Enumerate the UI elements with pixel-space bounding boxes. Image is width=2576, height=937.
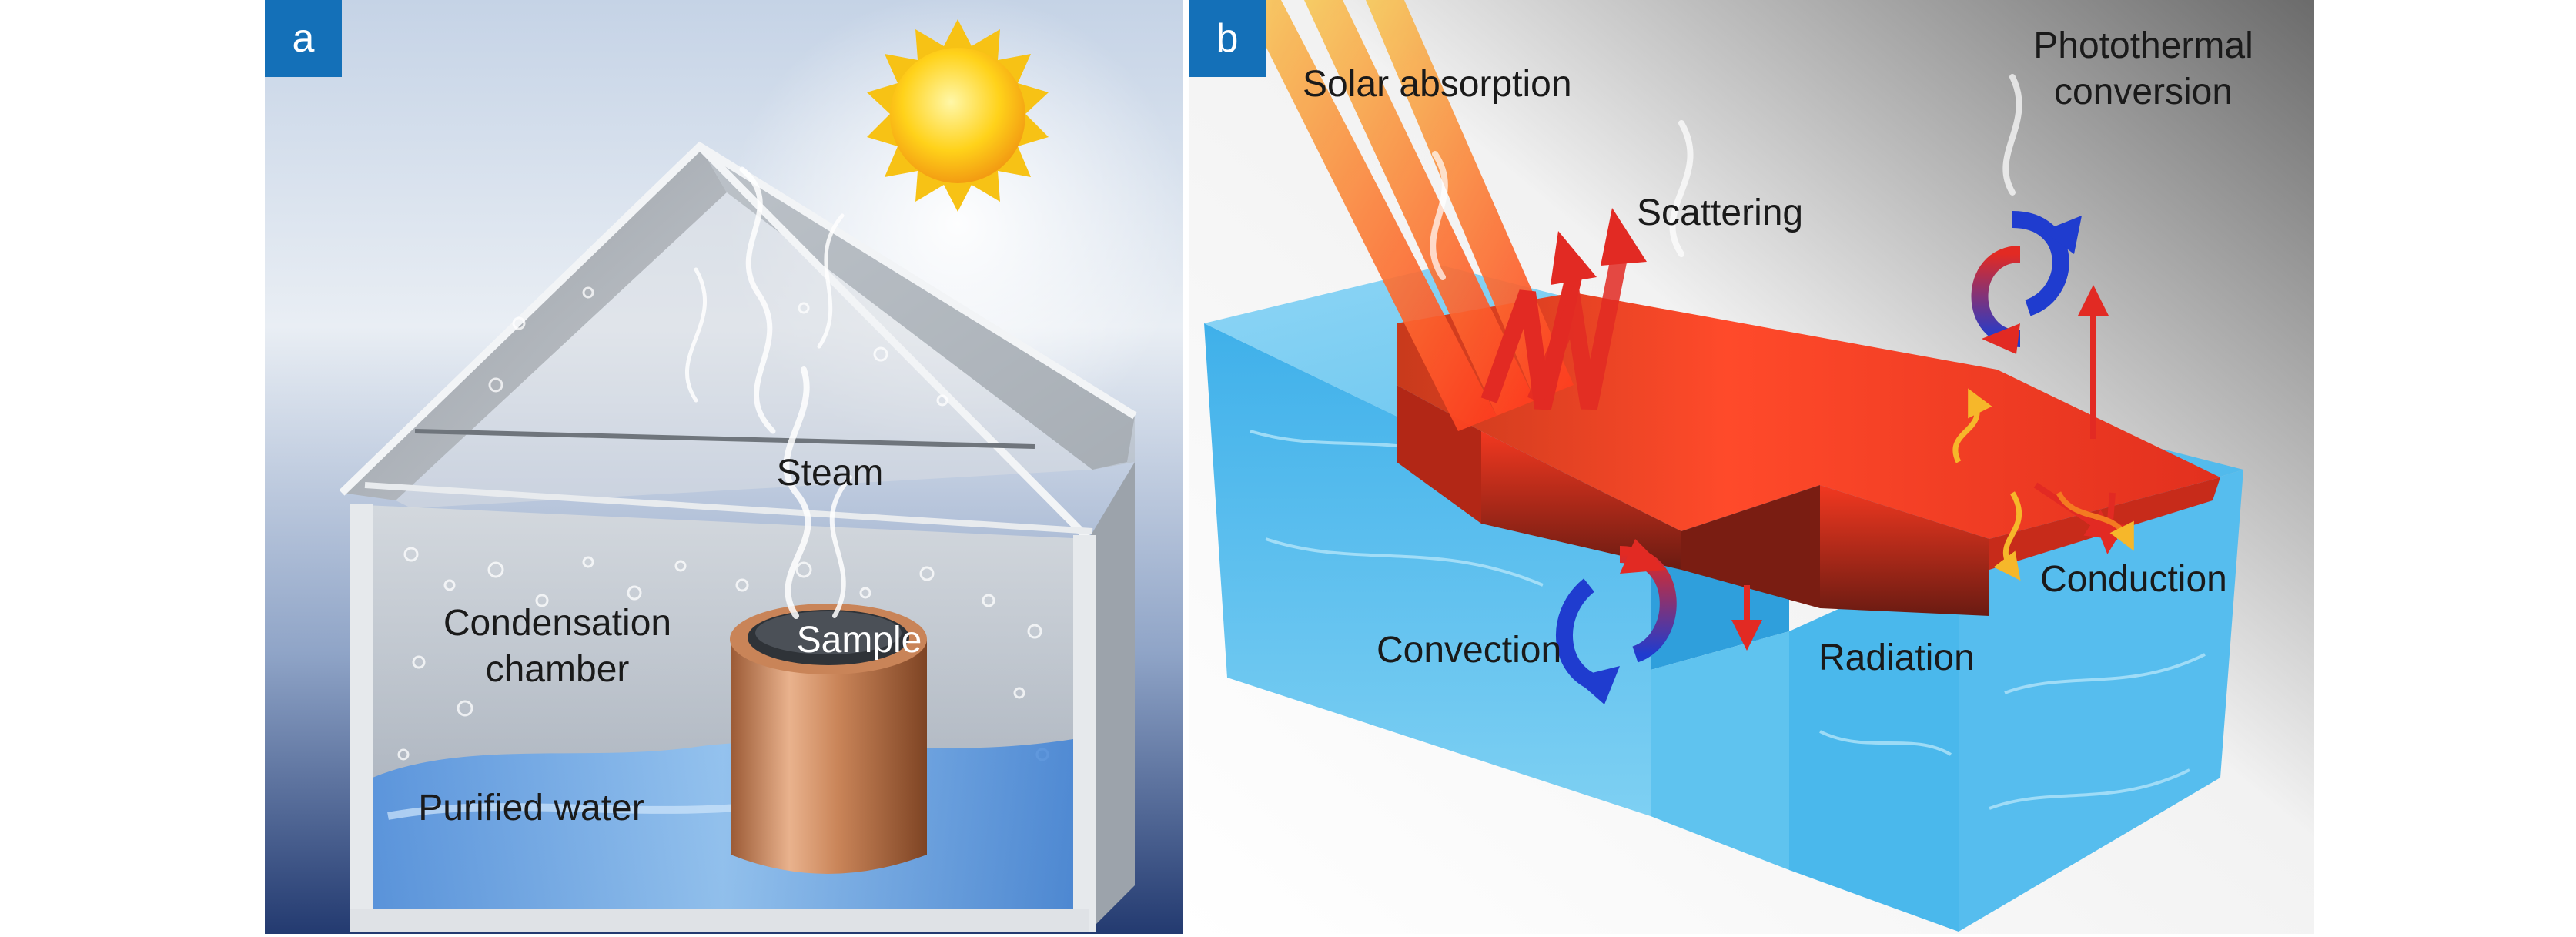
panel-b-badge: b [1189,0,1266,77]
conduction-label: Conduction [2040,559,2227,600]
radiation-label: Radiation [1818,637,1975,678]
sample-label: Sample [796,620,922,661]
steam-label: Steam [776,453,884,494]
panel-a-solar-still: a Steam Condensation chamber Sample Puri… [265,0,1183,934]
solar-still-illustration [265,0,1183,934]
purified-water-label: Purified water [418,788,644,828]
steam-wisps-icon [685,166,852,619]
convection-label: Convection [1377,630,1562,671]
scatter-arrows-icon [1480,252,1628,410]
sun-icon [867,19,1049,212]
convection-cycle-icon-lower [1556,539,1677,704]
solar-absorption-label: Solar absorption [1303,64,1572,105]
condensation-chamber-label: Condensation chamber [443,603,672,690]
photothermal-conversion-label: Photothermal conversion [2033,25,2253,112]
panel-a-badge: a [265,0,342,77]
water-droplets-icon [397,286,1049,761]
sample-cup [730,604,927,874]
scattering-label: Scattering [1637,192,1804,233]
convection-cycle-icon [1971,211,2082,354]
photothermal-illustration [1189,0,2314,934]
radiation-arrow-icon [1952,388,2134,581]
panel-b-photothermal: b Solar absorption Photothermal conversi… [1189,0,2314,934]
